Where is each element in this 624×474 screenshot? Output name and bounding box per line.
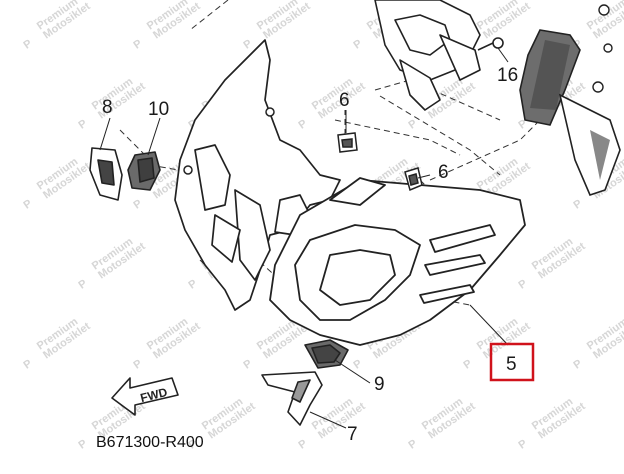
part-8-drawing [89,147,123,201]
callout-7: 7 [347,424,358,445]
watermark-logo: P [571,198,584,212]
watermark-logo: P [241,358,254,372]
mesh-duct-drawing [519,4,621,196]
watermark-logo: P [76,118,89,132]
watermark-logo: P [516,438,529,452]
watermark-logo: P [76,278,89,292]
watermark-logo: P [76,438,89,452]
watermark-logo: P [406,438,419,452]
part-code: B671300-R400 [96,434,204,451]
upper-bracket-drawing [374,0,504,111]
watermark-logo: P [461,358,474,372]
watermark-logo: P [21,38,34,52]
callout-16: 16 [497,65,518,86]
watermark-logo: P [131,38,144,52]
watermark-logo: P [131,358,144,372]
watermark-logo: P [516,278,529,292]
watermark-logo: P [21,358,34,372]
watermark-logo: P [351,38,364,52]
callout-6-lower: 6 [438,162,449,183]
fwd-arrow-label: FWD [139,385,169,405]
clip-drawings [183,107,423,192]
part-10-drawing [127,151,161,191]
fwd-arrow: FWD [111,377,179,416]
watermark-logo: P [21,198,34,212]
callout-9: 9 [374,374,385,395]
watermark-logo: P [186,278,199,292]
watermark-logo: P [351,358,364,372]
watermark-logo: P [241,38,254,52]
highlight-box-part-5[interactable] [489,342,535,382]
watermark-logo: P [571,358,584,372]
watermark-logo: P [296,118,309,132]
inner-panel-drawing [174,39,341,311]
watermark-logo: P [406,118,419,132]
watermark-logo: P [131,198,144,212]
callout-8: 8 [102,97,113,118]
part-7-drawing [261,371,323,426]
callout-6-upper: 6 [339,90,350,111]
watermark-logo: P [296,438,309,452]
leader-lines [99,47,509,429]
side-cowl-drawing [269,177,526,346]
callout-5[interactable]: 5 [506,354,517,375]
callout-10: 10 [148,99,169,120]
